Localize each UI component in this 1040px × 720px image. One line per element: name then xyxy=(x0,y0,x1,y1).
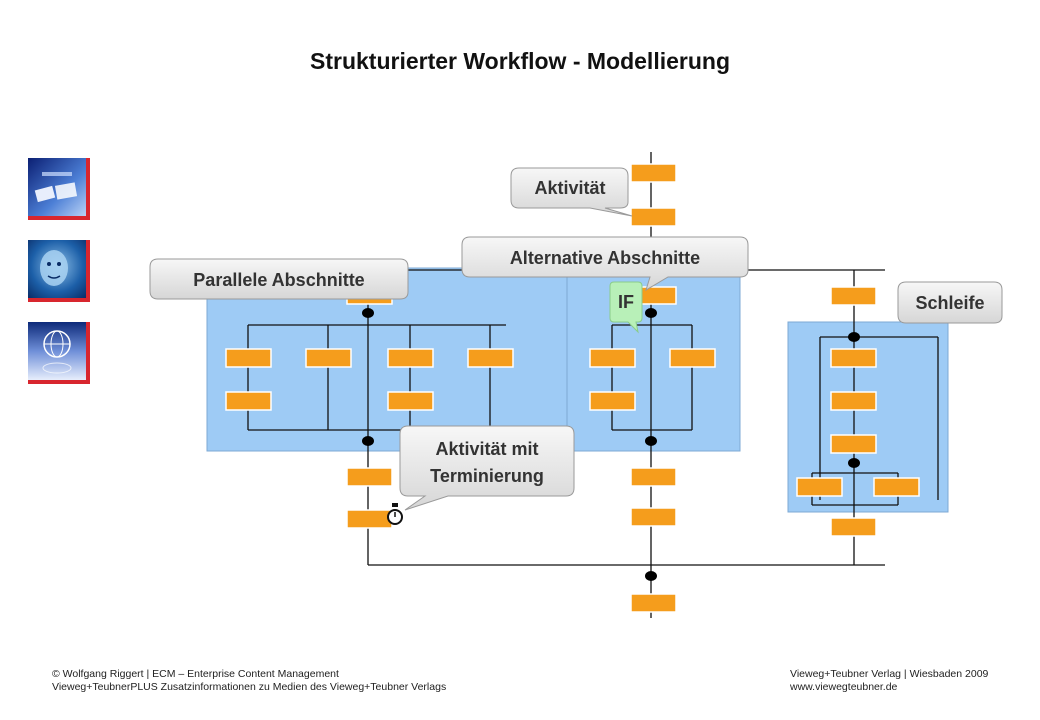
callout-parallele: Parallele Abschnitte xyxy=(149,258,409,300)
callout-terminierung: Aktivität mit Terminierung xyxy=(399,425,575,511)
junction-dot xyxy=(645,308,657,318)
junction-dot xyxy=(362,436,374,446)
activity-box xyxy=(225,391,272,411)
activity-box xyxy=(630,593,677,613)
activity-box xyxy=(830,391,877,411)
activity-box xyxy=(796,477,843,497)
activity-boxes xyxy=(225,163,920,613)
callout-if: IF xyxy=(609,281,643,334)
footer-publisher-note: Vieweg+TeubnerPLUS Zusatzinformationen z… xyxy=(52,681,447,693)
document-photo-icon xyxy=(28,158,90,220)
activity-box xyxy=(830,286,877,306)
activity-box xyxy=(346,467,393,487)
callout-terminierung-line1: Aktivität mit xyxy=(435,439,538,459)
junction-dot xyxy=(848,458,860,468)
junction-dot xyxy=(362,308,374,318)
junction-dots xyxy=(362,308,860,581)
activity-box xyxy=(630,207,677,227)
activity-box xyxy=(387,391,434,411)
junction-dot xyxy=(848,332,860,342)
junction-dot xyxy=(645,571,657,581)
activity-box xyxy=(387,348,434,368)
callout-schleife: Schleife xyxy=(897,281,1003,324)
activity-box xyxy=(225,348,272,368)
callout-terminierung-line2: Terminierung xyxy=(430,466,544,486)
callout-alternative: Alternative Abschnitte xyxy=(461,236,749,292)
activity-box xyxy=(346,509,393,529)
footer-left: © Wolfgang Riggert | ECM – Enterprise Co… xyxy=(52,668,446,694)
activity-box xyxy=(873,477,920,497)
activity-box xyxy=(830,348,877,368)
activity-box xyxy=(830,434,877,454)
footer-publisher: Vieweg+Teubner Verlag | Wiesbaden 2009 xyxy=(790,668,989,680)
callout-parallele-label: Parallele Abschnitte xyxy=(193,270,364,290)
junction-dot xyxy=(645,436,657,446)
digital-face-icon xyxy=(28,240,90,302)
activity-box xyxy=(467,348,514,368)
stopwatch-icon xyxy=(387,503,403,525)
activity-box xyxy=(630,507,677,527)
page-title: Strukturierter Workflow - Modellierung xyxy=(310,48,730,74)
activity-box xyxy=(630,467,677,487)
activity-box xyxy=(305,348,352,368)
callout-if-label: IF xyxy=(618,292,634,312)
footer-copyright: © Wolfgang Riggert | ECM – Enterprise Co… xyxy=(52,668,339,680)
activity-box xyxy=(589,348,636,368)
callout-aktivitaet: Aktivität xyxy=(510,167,633,217)
globe-icon xyxy=(28,322,90,384)
activity-box xyxy=(630,163,677,183)
footer-url: www.viewegteubner.de xyxy=(790,681,898,693)
activity-box xyxy=(669,348,716,368)
callout-schleife-label: Schleife xyxy=(915,293,984,313)
callout-alternative-label: Alternative Abschnitte xyxy=(510,248,700,268)
activity-box xyxy=(589,391,636,411)
footer-right: Vieweg+Teubner Verlag | Wiesbaden 2009 w… xyxy=(790,668,988,694)
callout-aktivitaet-label: Aktivität xyxy=(534,178,605,198)
activity-box xyxy=(830,517,877,537)
